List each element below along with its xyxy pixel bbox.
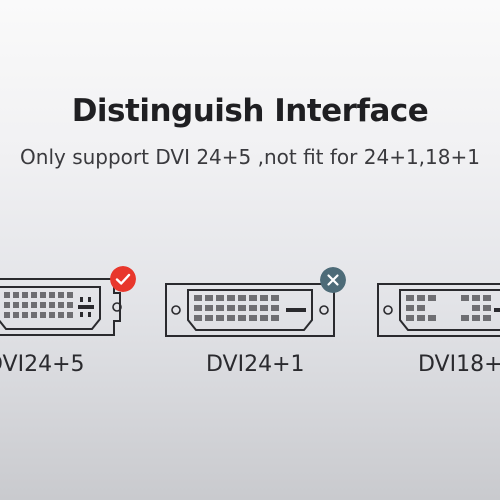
- connector-pin: [22, 312, 28, 318]
- connector-label-dvi24-1: DVI24+1: [206, 352, 305, 377]
- dvi-18-1-connector-icon: [377, 283, 500, 337]
- connector-pin: [249, 305, 257, 311]
- connector-pin: [483, 305, 491, 311]
- connector-pin: [4, 292, 10, 298]
- connector-pin: [216, 295, 224, 301]
- connector-pin: [406, 305, 414, 311]
- connector-pin: [238, 315, 246, 321]
- connector-pin: [238, 305, 246, 311]
- connector-pin: [461, 295, 469, 301]
- connector-pin: [483, 295, 491, 301]
- connector-pin: [13, 302, 19, 308]
- connector-pin: [40, 312, 46, 318]
- connector-pin: [67, 312, 73, 318]
- connector-pin: [49, 312, 55, 318]
- connector-pin: [67, 292, 73, 298]
- connector-pin: [13, 312, 19, 318]
- connector-pin: [461, 315, 469, 321]
- connector-pin: [49, 292, 55, 298]
- connector-pin: [31, 292, 37, 298]
- connector-pin: [40, 302, 46, 308]
- page-subtitle: Only support DVI 24+5 ,not fit for 24+1,…: [20, 145, 480, 169]
- dvi-24-1-connector-icon: [165, 283, 335, 337]
- connector-pin: [67, 302, 73, 308]
- connector-pin: [271, 305, 279, 311]
- connector-pin: [205, 305, 213, 311]
- connector-pin: [428, 315, 436, 321]
- connector-pin: [227, 315, 235, 321]
- connector-pin: [406, 295, 414, 301]
- connector-pin: [472, 315, 480, 321]
- connector-pin: [271, 315, 279, 321]
- connector-label-dvi24-5: DVI24+5: [0, 352, 85, 377]
- connector-pin: [58, 312, 64, 318]
- connector-pin: [417, 295, 425, 301]
- connector-pin: [216, 315, 224, 321]
- connector-pin: [260, 295, 268, 301]
- connector-pin: [49, 302, 55, 308]
- connector-pin: [205, 295, 213, 301]
- close-badge-icon: [320, 267, 346, 293]
- connector-pin: [22, 302, 28, 308]
- connector-pin: [194, 305, 202, 311]
- page-title: Distinguish Interface: [71, 93, 429, 129]
- connector-pin: [4, 312, 10, 318]
- connector-pin: [406, 315, 414, 321]
- connector-pin: [194, 295, 202, 301]
- dvi-24-5-connector-icon: [0, 278, 122, 336]
- connector-pin: [4, 302, 10, 308]
- connector-pin: [194, 315, 202, 321]
- connector-pin: [205, 315, 213, 321]
- check-badge-icon: [110, 266, 136, 292]
- connector-pin: [31, 302, 37, 308]
- connector-pin: [40, 292, 46, 298]
- connector-pin: [58, 292, 64, 298]
- connector-pin: [22, 292, 28, 298]
- connector-pin: [417, 305, 425, 311]
- connector-label-dvi18-1: DVI18+1: [418, 352, 500, 377]
- connector-pin: [417, 315, 425, 321]
- connector-pin: [58, 302, 64, 308]
- connector-pin: [31, 312, 37, 318]
- connector-pin: [271, 295, 279, 301]
- connector-pin: [483, 315, 491, 321]
- connector-pin: [227, 295, 235, 301]
- connector-pin: [260, 315, 268, 321]
- connector-pin: [249, 295, 257, 301]
- connector-pin: [249, 315, 257, 321]
- connector-pin: [472, 305, 480, 311]
- connector-pin: [472, 295, 480, 301]
- connector-pin: [238, 295, 246, 301]
- connector-pin: [428, 295, 436, 301]
- connector-pin: [216, 305, 224, 311]
- connector-pin: [227, 305, 235, 311]
- connector-pin: [260, 305, 268, 311]
- connector-pin: [13, 292, 19, 298]
